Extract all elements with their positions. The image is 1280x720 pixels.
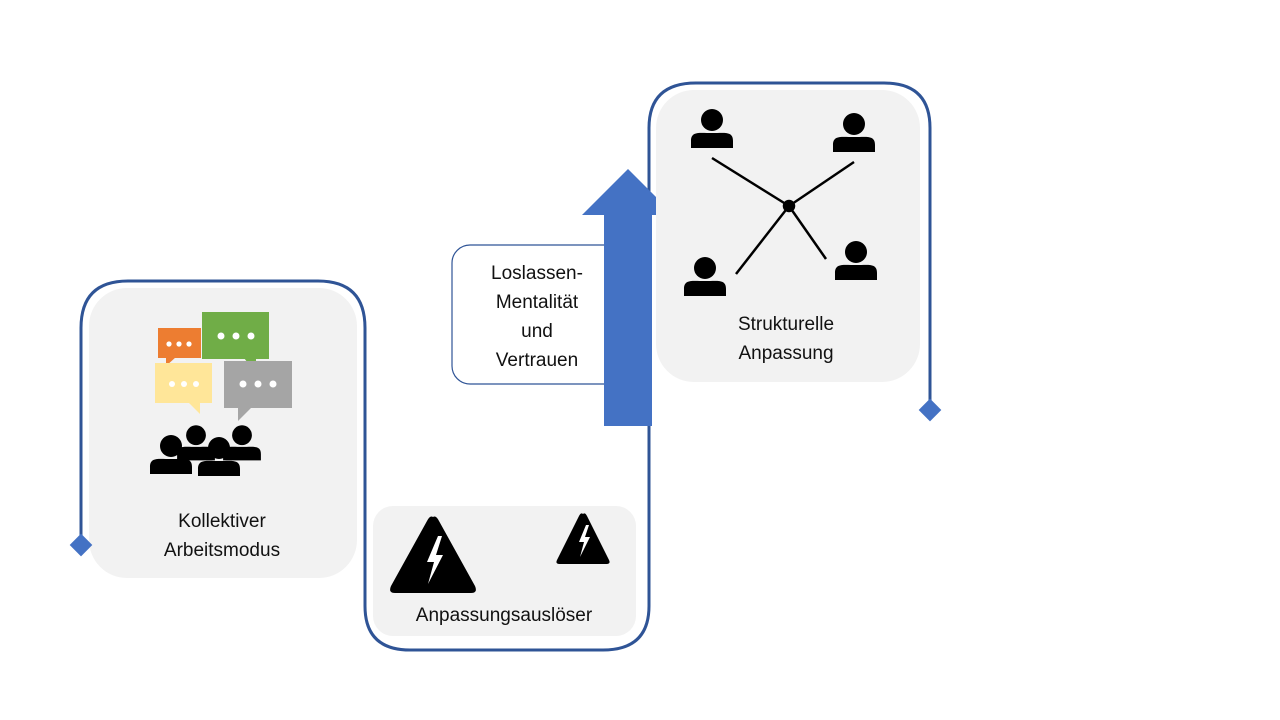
callout-line2: Mentalität xyxy=(496,292,579,313)
callout-line1: Loslassen- xyxy=(491,263,583,284)
trigger-label: Anpassungsauslöser xyxy=(416,605,593,626)
callout-line4: Vertrauen xyxy=(496,350,578,371)
stage-connector-line xyxy=(79,81,932,652)
structural-label-line1: Strukturelle xyxy=(738,314,834,335)
collective-label-line2: Arbeitsmodus xyxy=(164,540,280,561)
end-diamond-marker xyxy=(918,398,942,422)
warning-bolt-icon xyxy=(556,513,610,564)
mindset-callout: Loslassen- Mentalität und Vertrauen xyxy=(451,244,623,385)
start-diamond-marker xyxy=(69,533,93,557)
collective-label-line1: Kollektiver xyxy=(178,511,266,532)
network-hub-icon xyxy=(711,156,855,275)
structural-adaptation-stage: Strukturelle Anpassung xyxy=(656,90,942,422)
warning-bolt-icon xyxy=(390,516,476,593)
speech-bubble-icon xyxy=(155,312,292,421)
structural-label-line2: Anpassung xyxy=(738,343,833,364)
adaptation-trigger-stage: Anpassungsauslöser xyxy=(373,506,636,636)
collective-work-stage: Kollektiver Arbeitsmodus xyxy=(69,81,932,652)
upward-arrow xyxy=(582,169,674,426)
callout-line3: und xyxy=(521,321,553,342)
